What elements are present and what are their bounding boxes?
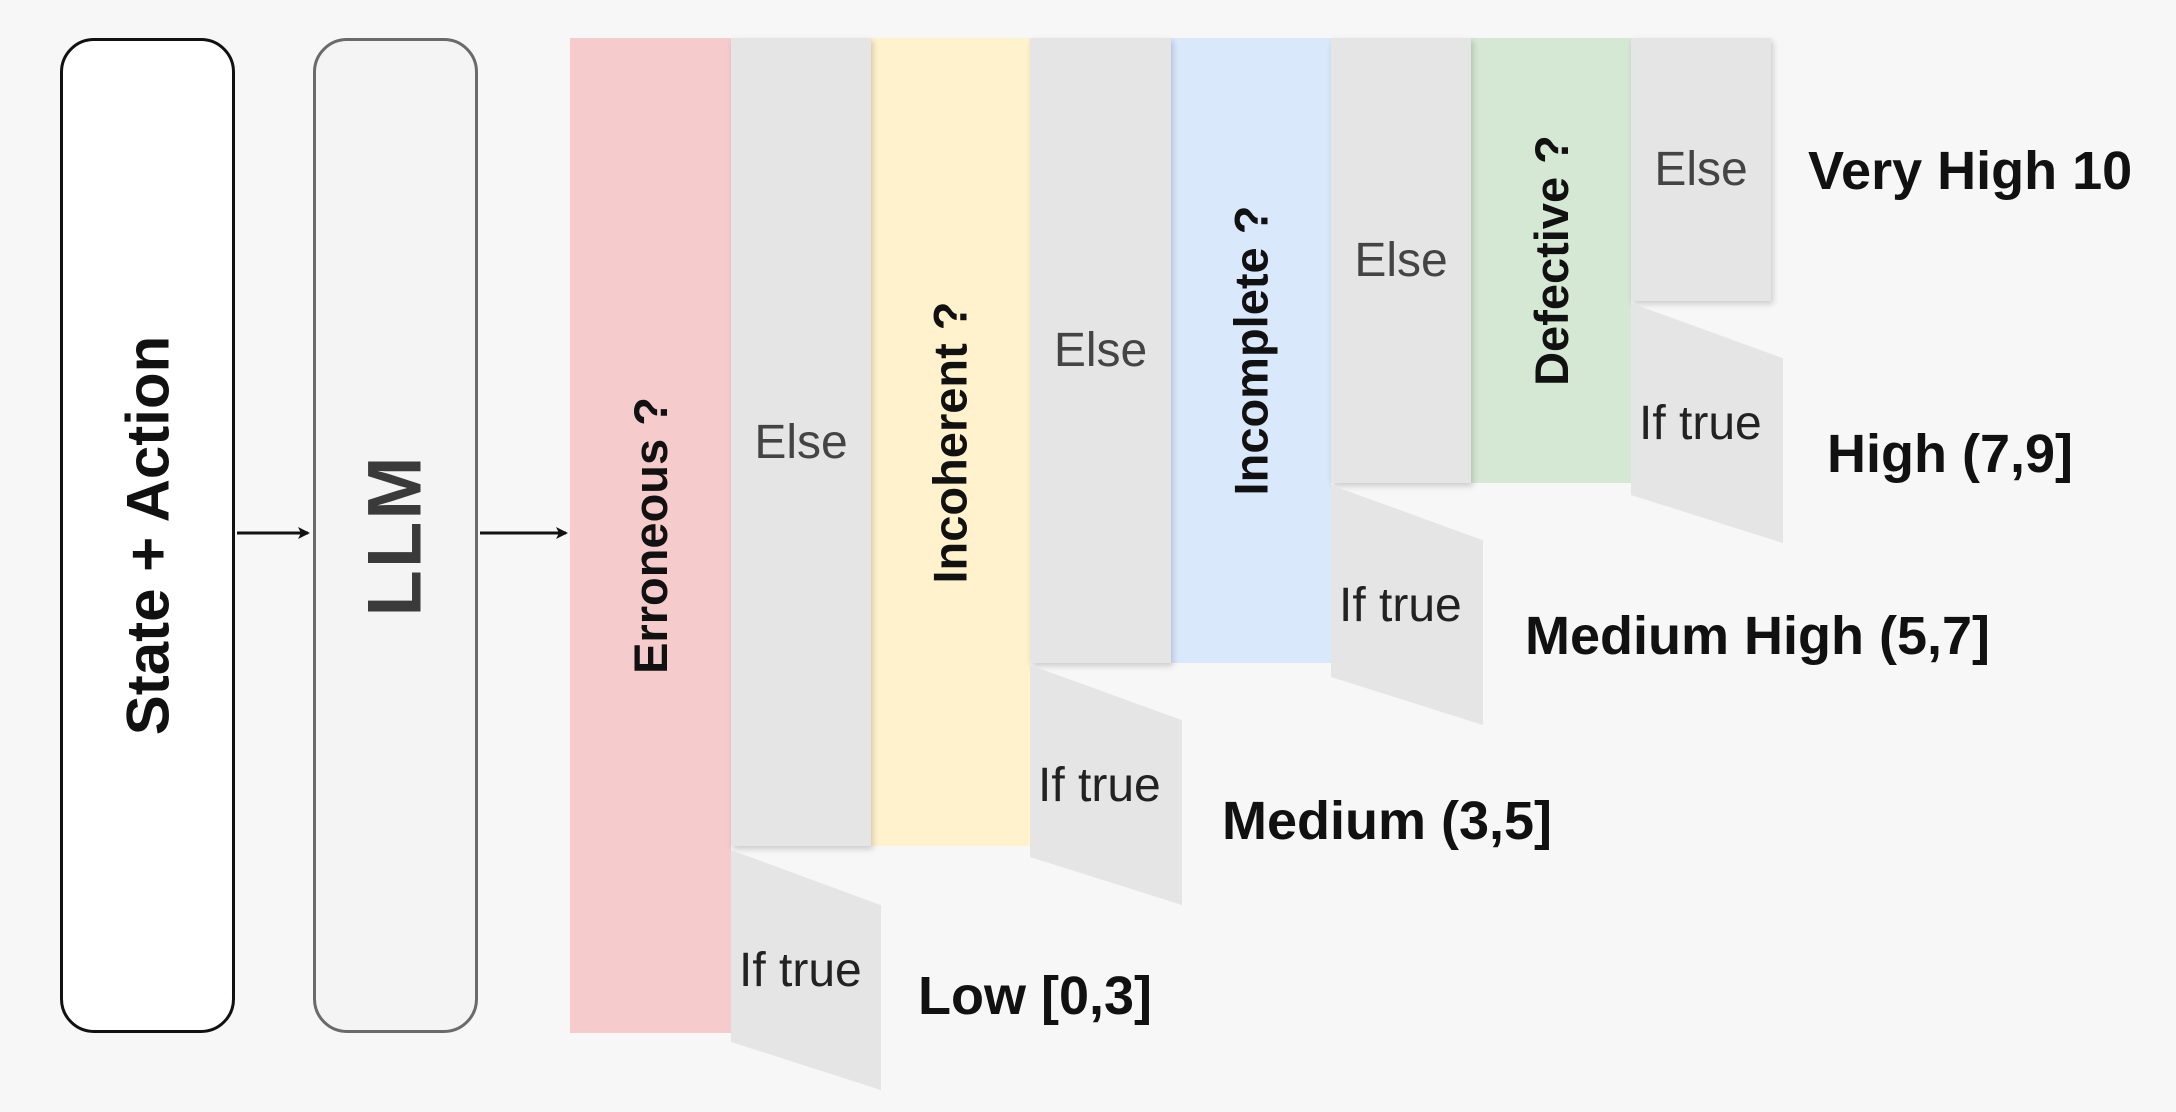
else-branch-4: Else [1631, 38, 1771, 301]
else-label-4: Else [1654, 143, 1748, 196]
check-incoherent-label: Incoherent ? [924, 300, 977, 584]
llm-box: LLM [313, 38, 478, 1033]
check-erroneous-label: Erroneous ? [624, 397, 678, 674]
score-high: High (7,9] [1827, 424, 2074, 484]
score-low: Low [0,3] [918, 966, 1153, 1026]
state-action-box: State + Action [60, 38, 235, 1033]
if-true-label-2: If true [1038, 758, 1161, 812]
else-branch-1: Else [731, 38, 871, 846]
if-true-label-3: If true [1339, 578, 1462, 632]
check-defective: Defective ? [1471, 38, 1631, 483]
score-medium-high: Medium High (5,7] [1525, 606, 1991, 666]
check-incomplete-label: Incomplete ? [1224, 205, 1278, 496]
check-incomplete: Incomplete ? [1171, 38, 1331, 663]
if-true-label-1: If true [739, 943, 862, 997]
else-label-3: Else [1354, 234, 1448, 287]
check-defective-label: Defective ? [1524, 135, 1578, 386]
score-very-high: Very High 10 [1808, 141, 2133, 201]
if-true-label-4: If true [1639, 396, 1762, 450]
check-erroneous: Erroneous ? [570, 38, 731, 1033]
check-incoherent: Incoherent ? [871, 38, 1030, 846]
else-branch-2: Else [1030, 38, 1171, 663]
else-label-1: Else [754, 415, 848, 469]
else-label-2: Else [1053, 324, 1148, 377]
score-medium: Medium (3,5] [1222, 791, 1553, 851]
else-branch-3: Else [1331, 38, 1471, 483]
